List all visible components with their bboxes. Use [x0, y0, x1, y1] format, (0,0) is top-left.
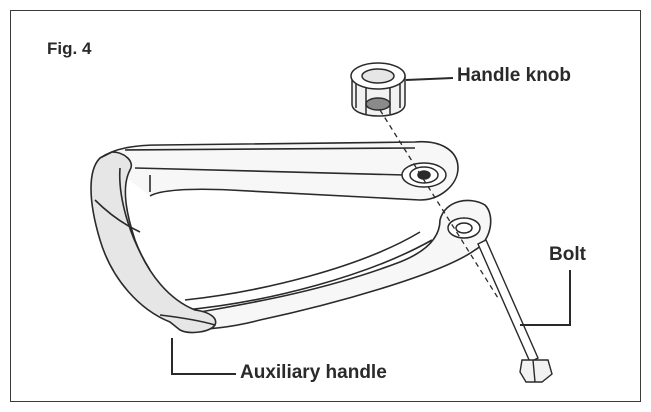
handle-knob-label: Handle knob	[457, 65, 572, 86]
auxiliary-handle-label: Auxiliary handle	[240, 362, 387, 383]
upper-arm	[99, 141, 459, 201]
bolt-label: Bolt	[549, 244, 586, 265]
bolt-drawing	[477, 239, 553, 383]
handle-knob-drawing	[350, 62, 406, 117]
knob-leader	[405, 77, 454, 81]
leader-lines	[171, 77, 571, 375]
aux-leader	[171, 338, 236, 375]
bolt-leader	[520, 270, 571, 326]
figure-number: Fig. 4	[47, 39, 92, 58]
auxiliary-handle-drawing	[90, 141, 492, 334]
figure-frame	[10, 10, 641, 402]
upper-mount	[401, 162, 447, 188]
lower-arm	[169, 199, 492, 331]
lower-mount	[447, 217, 481, 239]
assembly-axis	[379, 109, 499, 299]
